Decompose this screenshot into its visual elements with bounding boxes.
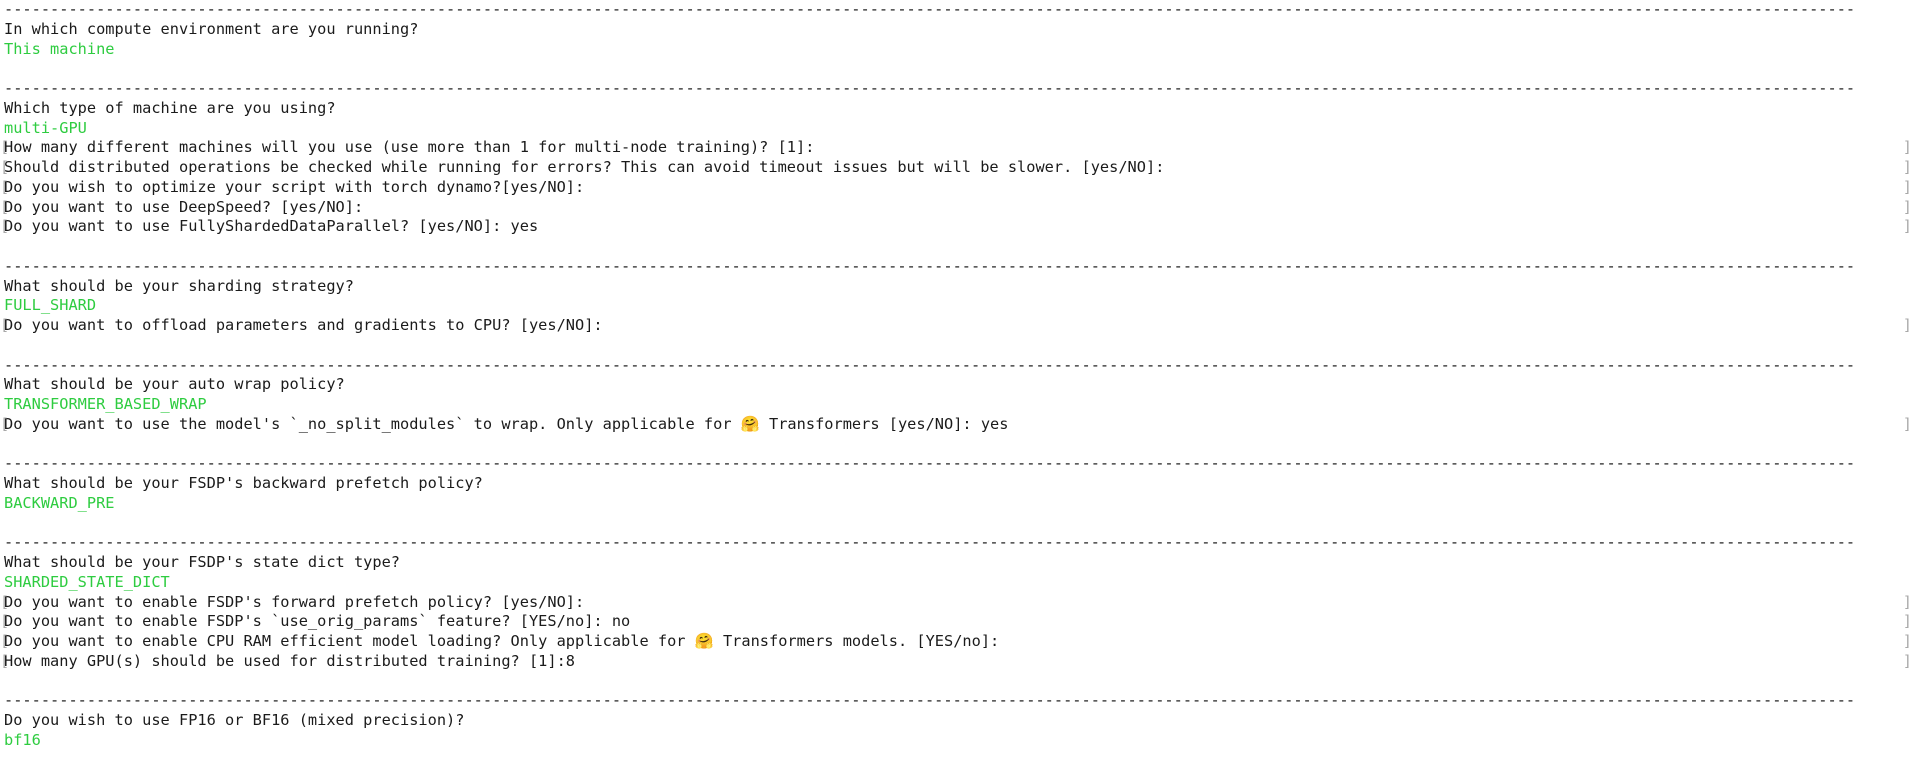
prompt-line: What should be your auto wrap policy? (0, 375, 1913, 395)
prompt-text: How many GPU(s) should be used for distr… (4, 651, 575, 670)
prompt-text: Do you want to use DeepSpeed? [yes/NO]: (4, 197, 364, 216)
overflow-marker-right: ] (1902, 632, 1912, 650)
answer-text: BACKWARD_PRE (4, 493, 115, 512)
prompt-line: Do you want to enable FSDP's forward pre… (0, 593, 1913, 613)
answer-line: TRANSFORMER_BASED_WRAP (0, 395, 1913, 415)
prompt-line: How many different machines will you use… (0, 138, 1913, 158)
prompt-text: Do you want to enable CPU RAM efficient … (4, 632, 1000, 650)
prompt-text: Do you wish to use FP16 or BF16 (mixed p… (4, 711, 465, 729)
separator-rule-text: ----------------------------------------… (4, 79, 1856, 97)
separator-rule: ----------------------------------------… (0, 0, 1913, 20)
blank-line (0, 336, 1913, 356)
answer-line: BACKWARD_PRE (0, 494, 1913, 514)
answer-text: TRANSFORMER_BASED_WRAP (4, 395, 207, 413)
prompt-text: What should be your sharding strategy? (4, 276, 354, 295)
answer-line: multi-GPU (0, 119, 1913, 139)
prompt-text: In which compute environment are you run… (4, 19, 419, 38)
answer-text: multi-GPU (4, 118, 87, 137)
blank-line (0, 237, 1913, 257)
prompt-line: Do you want to use DeepSpeed? [yes/NO]:[… (0, 198, 1913, 218)
prompt-text: What should be your FSDP's state dict ty… (4, 553, 401, 571)
prompt-text: Do you want to enable FSDP's forward pre… (4, 592, 585, 611)
separator-rule: ----------------------------------------… (0, 454, 1913, 474)
overflow-marker-right: ] (1902, 217, 1912, 236)
answer-line: This machine (0, 40, 1913, 60)
separator-rule: ----------------------------------------… (0, 691, 1913, 711)
prompt-line: Do you want to offload parameters and gr… (0, 316, 1913, 336)
blank-line (0, 672, 1913, 692)
prompt-text: Which type of machine are you using? (4, 98, 336, 117)
separator-rule-text: ----------------------------------------… (4, 256, 1856, 275)
answer-line: FULL_SHARD (0, 296, 1913, 316)
separator-rule-text: ----------------------------------------… (4, 454, 1856, 473)
prompt-text: Do you want to use the model's `_no_spli… (4, 414, 1009, 433)
overflow-marker-right: ] (1902, 651, 1912, 670)
prompt-text: What should be your FSDP's backward pref… (4, 474, 483, 492)
prompt-line: Do you want to use the model's `_no_spli… (0, 415, 1913, 435)
prompt-line: Which type of machine are you using? (0, 99, 1913, 119)
prompt-line: Do you wish to optimize your script with… (0, 178, 1913, 198)
prompt-text: Do you want to enable FSDP's `use_orig_p… (4, 612, 631, 631)
answer-line: SHARDED_STATE_DICT (0, 573, 1913, 593)
prompt-line: What should be your FSDP's backward pref… (0, 474, 1913, 494)
prompt-text: Should distributed operations be checked… (4, 158, 1165, 176)
answer-text: FULL_SHARD (4, 296, 97, 315)
blank-line (0, 435, 1913, 455)
overflow-marker-right: ] (1902, 316, 1912, 334)
prompt-line: Do you want to enable FSDP's `use_orig_p… (0, 612, 1913, 632)
blank-line (0, 514, 1913, 534)
prompt-text: Do you want to offload parameters and gr… (4, 316, 603, 334)
answer-text: bf16 (4, 730, 41, 749)
prompt-text: Do you want to use FullyShardedDataParal… (4, 217, 539, 236)
separator-rule: ----------------------------------------… (0, 257, 1913, 277)
overflow-marker-right: ] (1902, 592, 1912, 611)
answer-line: bf16 (0, 731, 1913, 751)
prompt-line: Should distributed operations be checked… (0, 158, 1913, 178)
overflow-marker-right: ] (1902, 138, 1912, 157)
separator-rule-text: ----------------------------------------… (4, 533, 1856, 552)
overflow-marker-right: ] (1902, 158, 1912, 176)
answer-text: SHARDED_STATE_DICT (4, 572, 170, 591)
prompt-text: What should be your auto wrap policy? (4, 375, 345, 394)
separator-rule-text: ----------------------------------------… (4, 355, 1856, 374)
separator-rule: ----------------------------------------… (0, 79, 1913, 99)
prompt-line: How many GPU(s) should be used for distr… (0, 652, 1913, 672)
prompt-line: What should be your FSDP's state dict ty… (0, 553, 1913, 573)
separator-rule: ----------------------------------------… (0, 356, 1913, 376)
prompt-text: Do you wish to optimize your script with… (4, 177, 585, 196)
overflow-marker-right: ] (1902, 197, 1912, 216)
prompt-line: Do you want to use FullyShardedDataParal… (0, 217, 1913, 237)
prompt-line: Do you want to enable CPU RAM efficient … (0, 632, 1913, 652)
blank-line (0, 59, 1913, 79)
prompt-line: In which compute environment are you run… (0, 20, 1913, 40)
prompt-text: How many different machines will you use… (4, 138, 815, 157)
answer-text: This machine (4, 39, 115, 58)
overflow-marker-right: ] (1902, 414, 1912, 433)
prompt-line: Do you wish to use FP16 or BF16 (mixed p… (0, 711, 1913, 731)
separator-rule-text: ----------------------------------------… (4, 0, 1856, 18)
overflow-marker-right: ] (1902, 612, 1912, 631)
overflow-marker-right: ] (1902, 177, 1912, 196)
prompt-line: What should be your sharding strategy? (0, 277, 1913, 297)
separator-rule: ----------------------------------------… (0, 533, 1913, 553)
separator-rule-text: ----------------------------------------… (4, 691, 1856, 710)
